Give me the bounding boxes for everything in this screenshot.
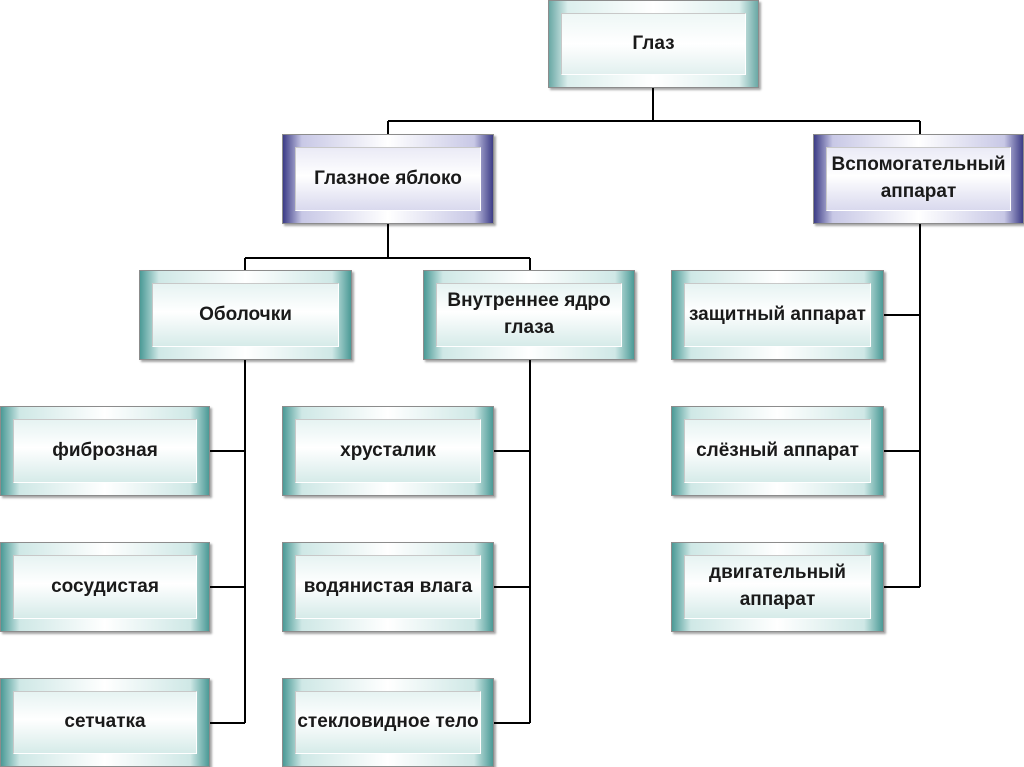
node-label: Вспомогательный аппарат	[831, 154, 1006, 202]
node-lens: хрусталик	[282, 406, 494, 496]
node-label: Оболочки	[199, 303, 292, 325]
node-aqueous-humor: водянистая влага	[282, 542, 494, 632]
node-label: двигательный аппарат	[709, 562, 846, 610]
node-eyeball: Глазное яблоко	[282, 134, 494, 224]
node-protective-apparatus: защитный аппарат	[671, 270, 884, 360]
node-root: Глаз	[548, 0, 759, 88]
node-label: Глаз	[632, 32, 675, 54]
node-label: слёзный аппарат	[696, 439, 859, 461]
node-fibrous: фиброзная	[0, 406, 210, 496]
node-motor-apparatus: двигательный аппарат	[671, 542, 884, 632]
node-label: защитный аппарат	[688, 303, 866, 325]
node-vascular: сосудистая	[0, 542, 210, 632]
node-label: водянистая влага	[303, 575, 473, 597]
node-label: стекловидное тело	[297, 711, 479, 733]
node-lacrimal-apparatus: слёзный аппарат	[671, 406, 884, 496]
node-inner-core: Внутреннее ядро глаза	[423, 270, 635, 360]
node-auxiliary-apparatus: Вспомогательный аппарат	[813, 134, 1024, 224]
node-label: хрусталик	[340, 439, 436, 461]
node-retina: сетчатка	[0, 678, 210, 767]
node-vitreous-body: стекловидное тело	[282, 678, 494, 767]
node-membranes: Оболочки	[139, 270, 352, 360]
node-label: сетчатка	[64, 711, 146, 733]
node-label: Внутреннее ядро глаза	[447, 290, 611, 338]
node-label: Глазное яблоко	[314, 167, 462, 189]
node-label: сосудистая	[51, 575, 159, 597]
node-label: фиброзная	[52, 439, 158, 461]
